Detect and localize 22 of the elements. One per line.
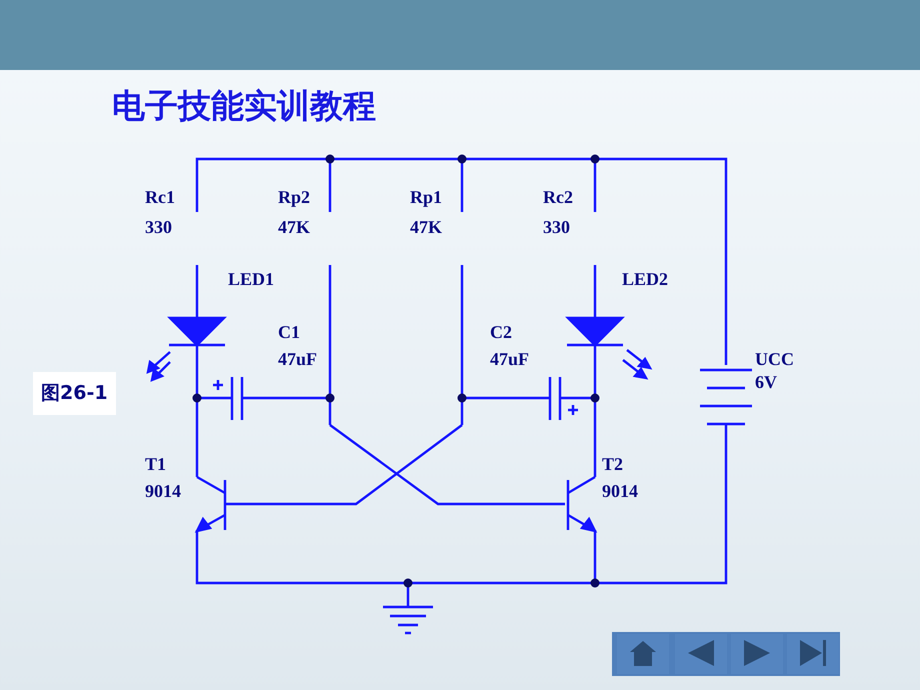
component-value: 47K — [278, 218, 310, 236]
component-value: 330 — [145, 218, 172, 236]
component-label: T2 — [602, 455, 624, 473]
component-label: LED2 — [622, 270, 668, 288]
component-label: Rp2 — [278, 188, 310, 206]
component-value: 47uF — [278, 350, 318, 368]
component-value: 47K — [410, 218, 442, 236]
component-value: 330 — [543, 218, 570, 236]
component-value: 9014 — [145, 482, 181, 500]
component-label: C2 — [490, 323, 512, 341]
component-label: T1 — [145, 455, 166, 473]
component-label: Rp1 — [410, 188, 442, 206]
figure-number: 图26-1 — [33, 372, 116, 415]
component-value: 6V — [755, 373, 777, 391]
component-label: UCC — [755, 350, 794, 368]
component-label: Rc2 — [543, 188, 573, 206]
component-label: C1 — [278, 323, 300, 341]
component-value: 47uF — [490, 350, 530, 368]
slide-title: 电子技能实训教程 — [112, 85, 376, 127]
component-label: Rc1 — [145, 188, 175, 206]
component-value: 9014 — [602, 482, 638, 500]
component-label: LED1 — [228, 270, 274, 288]
